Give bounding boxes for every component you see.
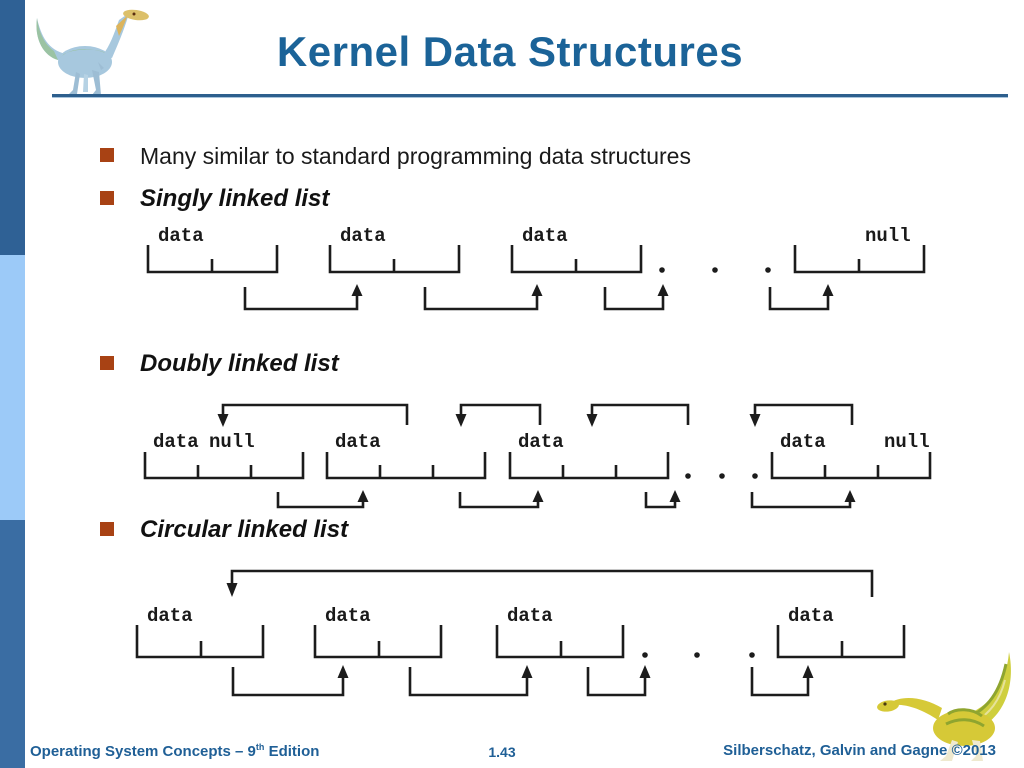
bullet-item: Singly linked list <box>100 185 329 213</box>
bullet-square-icon <box>100 522 114 536</box>
footer-edition-superscript: th <box>255 742 265 752</box>
sidebar-accent-bar <box>0 0 25 768</box>
node-label: data <box>780 431 826 453</box>
node-label: data <box>507 605 553 627</box>
footer-authors: Silberschatz, Galvin and Gagne ©2013 <box>723 742 996 759</box>
node-label: data <box>335 431 381 453</box>
footer-edition-text: Edition <box>264 743 320 760</box>
doubly-linked-list-diagram: data null data data data null <box>143 403 932 509</box>
bullet-item: Circular linked list <box>100 516 348 544</box>
bullet-square-icon <box>100 356 114 370</box>
node-label: data <box>522 227 568 247</box>
node-label: null <box>865 227 911 247</box>
bullet-square-icon <box>100 191 114 205</box>
circular-linked-list-diagram: data data data data <box>135 569 906 697</box>
bullet-text: Doubly linked list <box>140 350 339 377</box>
node-label: data <box>518 431 564 453</box>
node-label: null <box>209 431 255 453</box>
bullet-item: Many similar to standard programming dat… <box>100 142 691 170</box>
footer-book-title-text: Operating System Concepts – 9 <box>30 743 256 760</box>
bullet-item: Doubly linked list <box>100 350 339 378</box>
footer-book-title: Operating System Concepts – 9th Edition <box>30 742 319 760</box>
header-divider <box>52 94 1008 98</box>
bullet-text: Singly linked list <box>140 185 330 212</box>
node-label: data <box>153 431 199 453</box>
bullet-text: Circular linked list <box>140 516 349 543</box>
node-label: data <box>325 605 371 627</box>
sidebar-band-bottom <box>0 520 25 768</box>
dinosaur-footer-icon <box>877 652 1011 761</box>
sidebar-band-top <box>0 0 25 255</box>
node-label: data <box>147 605 193 627</box>
node-label: data <box>158 227 204 247</box>
dinosaur-logo-icon <box>36 9 149 95</box>
singly-linked-list-diagram: data data data null <box>146 227 926 311</box>
page-title: Kernel Data Structures <box>276 28 744 75</box>
bullet-square-icon <box>100 148 114 162</box>
slide-number: 1.43 <box>488 744 516 760</box>
sidebar-band-middle <box>0 255 25 520</box>
node-label: null <box>884 431 930 453</box>
node-label: data <box>788 605 834 627</box>
node-label: data <box>340 227 386 247</box>
bullet-text: Many similar to standard programming dat… <box>140 143 691 169</box>
